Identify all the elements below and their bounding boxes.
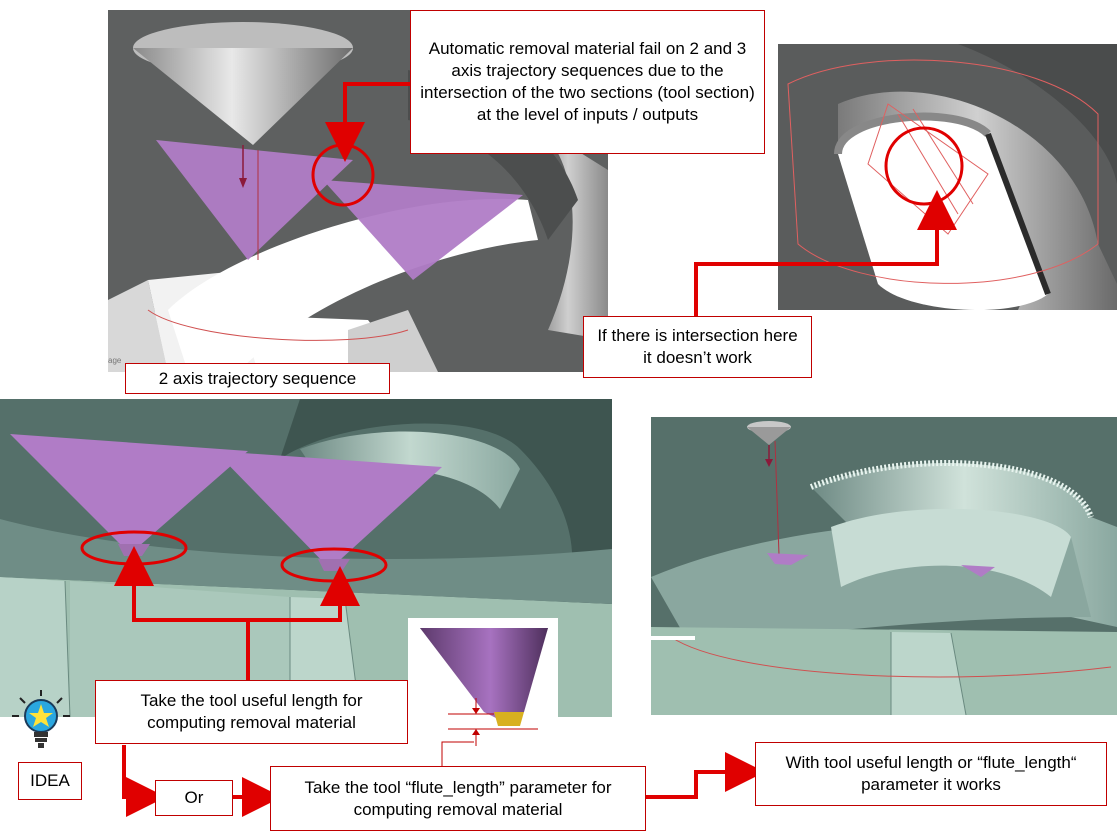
- intersection-callout: If there is intersection here it doesn’t…: [583, 316, 812, 378]
- or-label-text: Or: [184, 788, 204, 807]
- tool-flute-detail-drawing: [420, 628, 548, 746]
- two-axis-label: 2 axis trajectory sequence: [125, 363, 390, 394]
- useful-length-callout: Take the tool useful length for computin…: [95, 680, 408, 744]
- cad-view-green-right-drawing: [651, 417, 1117, 715]
- top-callout-text: Automatic removal material fail on 2 and…: [420, 39, 755, 124]
- two-axis-label-text: 2 axis trajectory sequence: [158, 368, 357, 388]
- idea-label-text: IDEA: [30, 771, 70, 790]
- cad-view-green-right: [651, 417, 1117, 715]
- flute-length-callout: Take the tool “flute_length” parameter f…: [270, 766, 646, 831]
- flute-length-callout-text: Take the tool “flute_length” parameter f…: [304, 777, 612, 819]
- idea-label: IDEA: [18, 762, 82, 800]
- works-callout: With tool useful length or “flute_length…: [755, 742, 1107, 806]
- works-callout-text: With tool useful length or “flute_length…: [785, 753, 1077, 794]
- or-label: Or: [155, 780, 233, 816]
- cad-view-3-axis-top: [778, 44, 1117, 310]
- useful-length-callout-text: Take the tool useful length for computin…: [140, 691, 363, 732]
- intersection-callout-text: If there is intersection here it doesn’t…: [597, 326, 798, 367]
- cad-view-3-axis-top-drawing: [778, 44, 1117, 310]
- lightbulb-icon: [10, 688, 72, 750]
- tool-flute-detail: [408, 618, 558, 748]
- top-callout: Automatic removal material fail on 2 and…: [410, 10, 765, 154]
- image-edge-label: age: [108, 356, 122, 365]
- white-scale-bar: [651, 636, 695, 640]
